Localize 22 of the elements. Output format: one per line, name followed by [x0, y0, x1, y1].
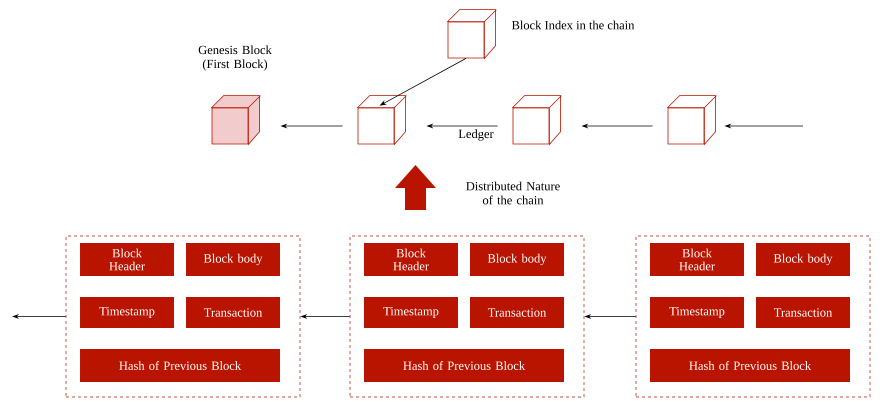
field-box: Transaction	[756, 297, 850, 328]
field-box: Block Header	[364, 243, 458, 276]
dashed-frame	[66, 236, 300, 398]
field-box: Timestamp	[80, 297, 174, 328]
node-label: Block Index in the chain	[512, 20, 634, 30]
dashed-frame	[636, 236, 870, 398]
field-box: Block body	[756, 243, 850, 276]
field-box: Timestamp	[364, 297, 458, 328]
node-label: Genesis Block (First Block)	[198, 45, 272, 71]
field-box: Block body	[186, 243, 280, 276]
field-box: Transaction	[470, 297, 564, 328]
field-box: Block body	[470, 243, 564, 276]
field-box: Block Header	[80, 243, 174, 276]
field-box: Block Header	[650, 243, 744, 276]
field-box: Hash of Previous Block	[80, 349, 280, 382]
field-box: Timestamp	[650, 297, 744, 328]
note: Distributed Nature of the chain	[466, 182, 560, 204]
dashed-frame	[350, 236, 584, 398]
edge-label: Ledger	[458, 129, 494, 141]
field-box: Hash of Previous Block	[650, 349, 850, 382]
field-box: Transaction	[186, 297, 280, 328]
field-box: Hash of Previous Block	[364, 349, 564, 382]
